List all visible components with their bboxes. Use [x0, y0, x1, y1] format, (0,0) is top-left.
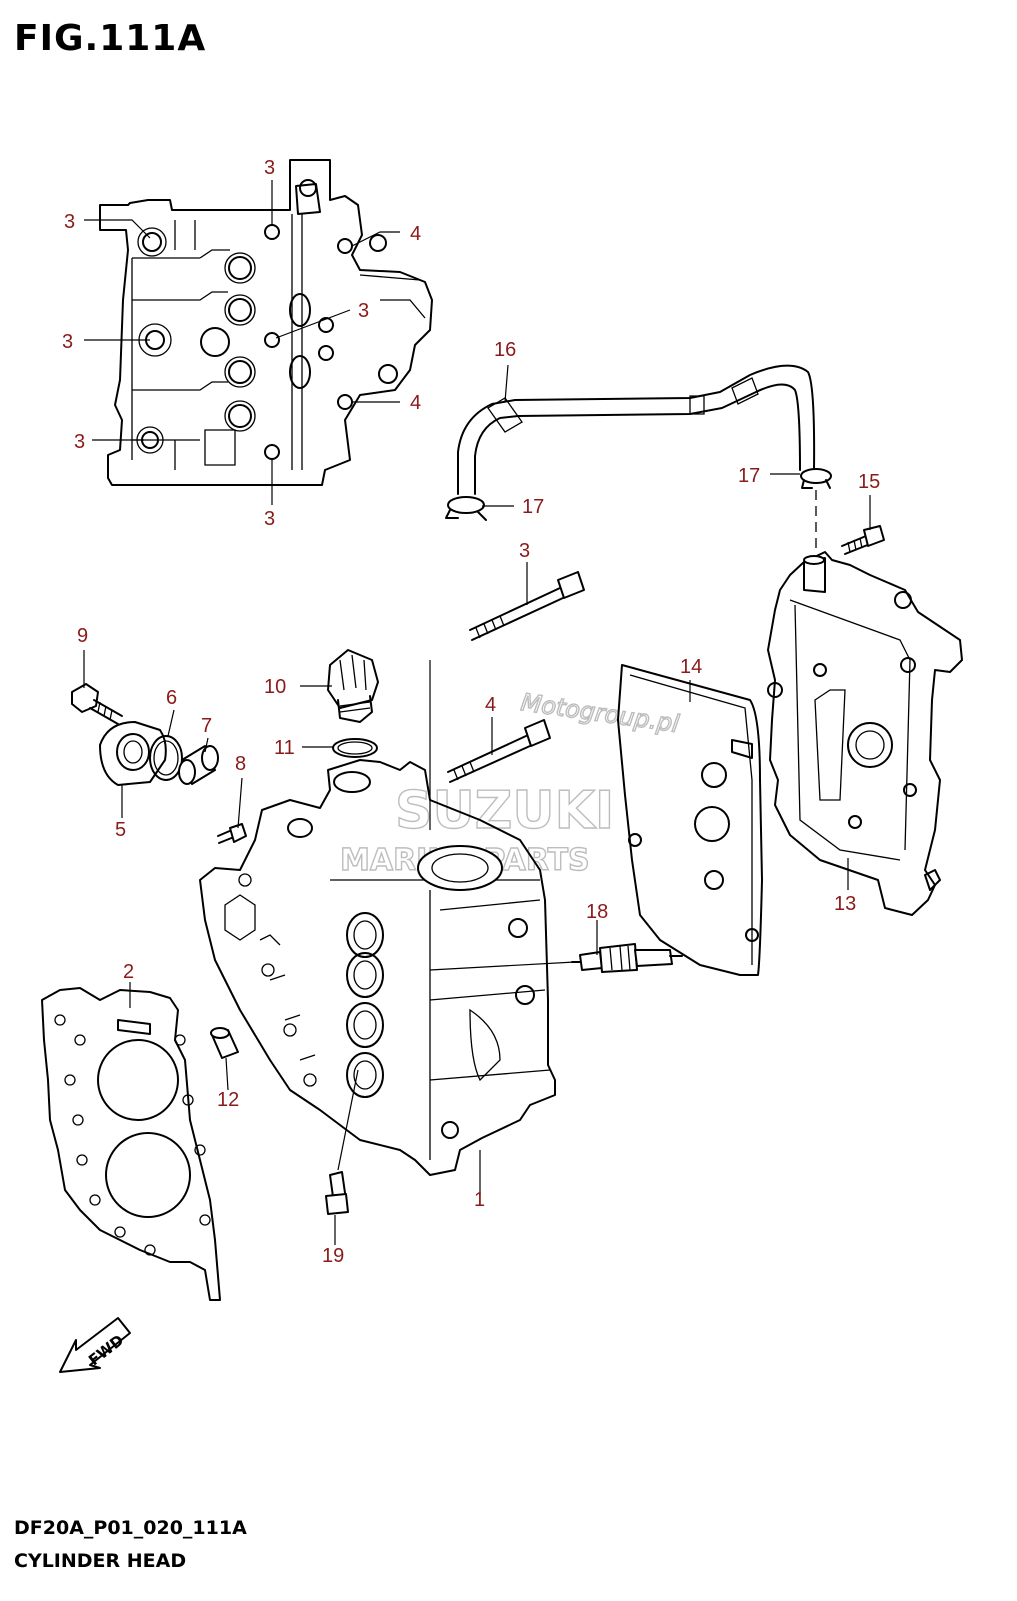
breather-hose: [457, 364, 816, 495]
callout-10: 10: [264, 676, 286, 698]
bushing-7: [178, 745, 219, 785]
hose-clamp-right: [800, 468, 832, 489]
callout-6: 6: [166, 687, 177, 709]
callout-16: 16: [494, 339, 516, 361]
callout-5: 5: [115, 819, 126, 841]
callout-4: 4: [410, 392, 421, 414]
hose-clamp-left: [445, 496, 487, 521]
o-ring-6: [149, 735, 183, 781]
callout-2: 2: [123, 961, 134, 983]
figure-code: DF20A_P01_020_111A: [14, 1517, 247, 1539]
callout-3: 3: [74, 431, 85, 453]
callout-8: 8: [235, 753, 246, 775]
callout-14: 14: [680, 656, 702, 678]
cap-10: [327, 649, 379, 723]
figure-title: FIG.111A: [14, 18, 207, 59]
callout-3: 3: [358, 300, 369, 322]
leader-lines: [83, 180, 871, 1245]
cylinder-head: [199, 759, 556, 1176]
head-cover-gasket: [617, 664, 763, 976]
callout-15: 15: [858, 471, 880, 493]
bolt-9: [71, 683, 123, 725]
callout-13: 13: [834, 893, 856, 915]
bolt-15: [841, 525, 885, 555]
long-bolt-3: [469, 571, 585, 641]
plug-19: [325, 1171, 349, 1215]
callout-17: 17: [522, 496, 544, 518]
callout-4: 4: [410, 223, 421, 245]
callout-7: 7: [201, 715, 212, 737]
cylinder-head-top-view: [99, 159, 433, 486]
figure-caption: CYLINDER HEAD: [14, 1550, 187, 1572]
callout-3: 3: [64, 211, 75, 233]
dowel-pin-12: [210, 1027, 239, 1059]
callout-3: 3: [62, 331, 73, 353]
callout-11: 11: [274, 737, 295, 759]
callout-17: 17: [738, 465, 760, 487]
callout-18: 18: [586, 901, 608, 923]
callout-3: 3: [264, 157, 275, 179]
cylinder-head-cover: [767, 551, 963, 916]
seal-housing-5: [99, 721, 167, 786]
callout-19: 19: [322, 1245, 344, 1267]
callout-3: 3: [264, 508, 275, 530]
callout-3: 3: [519, 540, 530, 562]
long-bolt-4: [447, 719, 551, 783]
callout-12: 12: [217, 1089, 239, 1111]
callout-9: 9: [77, 625, 88, 647]
spark-plug: [571, 943, 683, 973]
o-ring-11: [332, 738, 378, 758]
callout-4: 4: [485, 694, 496, 716]
bolt-8: [217, 823, 247, 844]
head-gasket: [41, 987, 221, 1301]
callout-1: 1: [474, 1189, 485, 1211]
callouts: 3 3 4 3 3 4 3 3 16 17 17 15 3 9 14 10 6 …: [62, 157, 880, 1267]
fwd-arrow: FWD: [59, 1317, 131, 1373]
